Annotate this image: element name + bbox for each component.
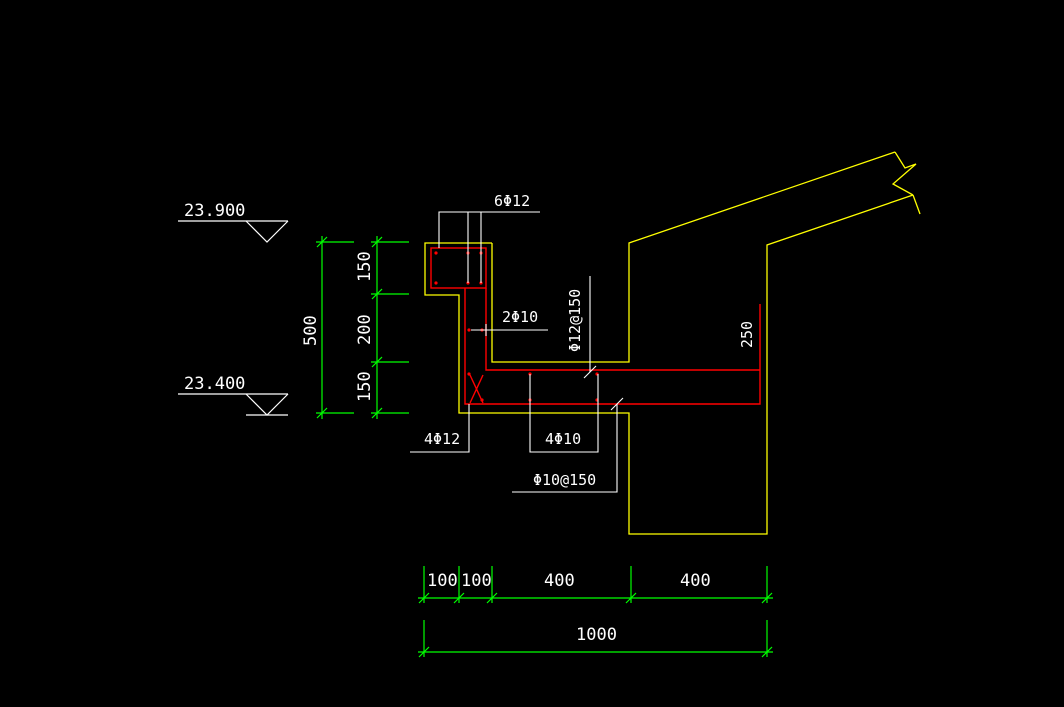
horizontal-segment-2-label: 100 — [461, 571, 492, 591]
horizontal-segment-1-label: 100 — [427, 571, 458, 591]
leader-lines — [410, 211, 624, 493]
label-bottom-bars: 4Φ10 — [545, 430, 581, 448]
horizontal-segment-3-label: 400 — [544, 571, 575, 591]
label-top-spacing: Φ12@150 — [566, 289, 584, 352]
horizontal-total-label: 1000 — [576, 625, 617, 645]
horizontal-segment-4-label: 400 — [680, 571, 711, 591]
label-top-bars: 6Φ12 — [494, 192, 530, 210]
rebar-dots — [434, 251, 599, 402]
elevation-top-label: 23.900 — [184, 201, 245, 221]
vertical-total-label: 500 — [301, 315, 321, 346]
vertical-segment-1-label: 150 — [355, 251, 375, 282]
elevation-marker-bottom — [178, 393, 289, 416]
elevation-marker-top — [178, 220, 289, 243]
label-bottom-left-bars: 4Φ12 — [424, 430, 460, 448]
label-bottom-spacing: Φ10@150 — [533, 471, 596, 489]
horizontal-dimension-lines — [418, 566, 773, 658]
concrete-outline — [424, 151, 921, 535]
vertical-segment-2-label: 200 — [355, 314, 375, 345]
vertical-dimension-lines — [316, 236, 409, 419]
label-side-bars: 2Φ10 — [502, 308, 538, 326]
rebar-cage — [430, 247, 761, 405]
label-slab-thickness: 250 — [738, 321, 756, 348]
vertical-segment-3-label: 150 — [355, 371, 375, 402]
elevation-bottom-label: 23.400 — [184, 374, 245, 394]
